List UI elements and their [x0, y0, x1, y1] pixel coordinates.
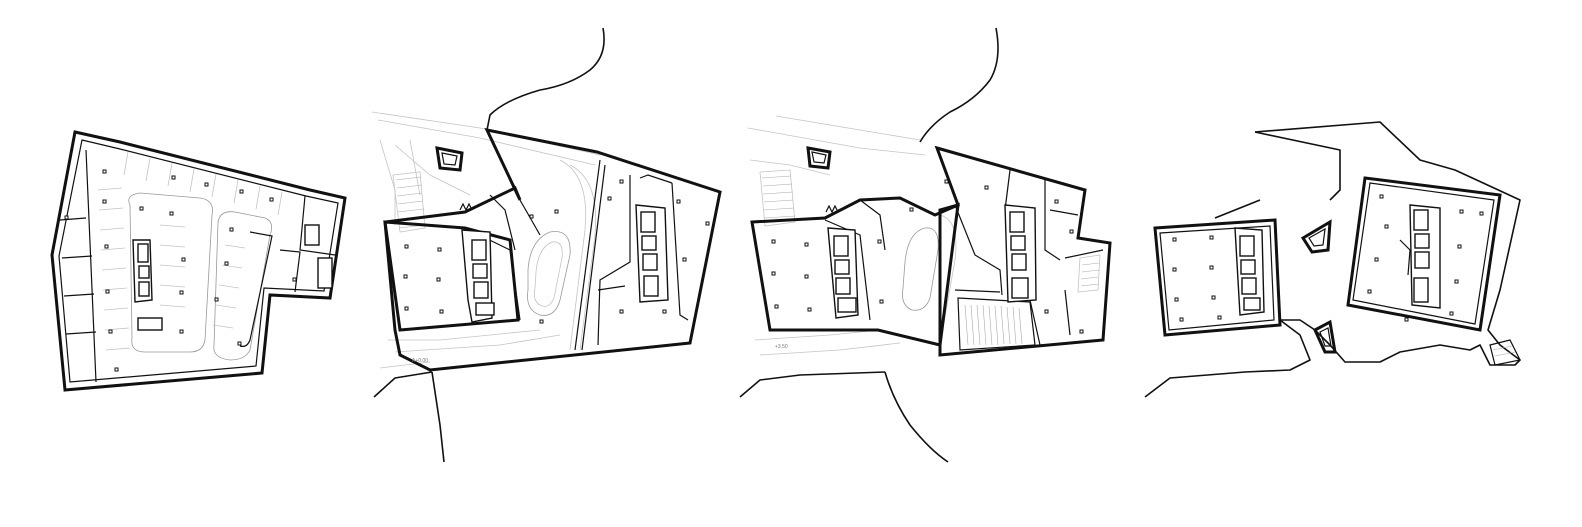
first-core-right — [1004, 204, 1037, 303]
ground-main-building-outline — [383, 127, 722, 372]
first-core-left — [827, 227, 859, 319]
first-columns — [771, 179, 1084, 334]
parking-stalls-left — [97, 187, 131, 351]
parking-columns — [64, 169, 297, 372]
ground-context-lines — [371, 111, 601, 369]
first-site-boundary-southwest — [739, 371, 886, 398]
ground-site-boundary-southwest — [373, 371, 433, 398]
parking-drive-aisle — [128, 192, 213, 353]
first-railing — [825, 204, 839, 214]
ground-columns — [403, 179, 710, 324]
ground-skylight — [435, 146, 464, 172]
typical-corner-stair — [1489, 339, 1521, 366]
parking-outer-wall — [50, 130, 347, 392]
parking-stalls-center — [159, 224, 246, 329]
ground-ramp — [527, 231, 571, 316]
typical-site-outline-north — [1254, 131, 1341, 201]
plan-parking-level — [50, 130, 347, 392]
plan-ground-level: A+0.00 — [371, 27, 722, 463]
first-auditorium-seating — [957, 297, 1036, 351]
plan-first-level: +3.50 — [739, 27, 1112, 463]
parking-core — [132, 239, 163, 331]
typical-pavilion-south — [1313, 319, 1337, 354]
first-partitions — [824, 169, 1104, 346]
typical-west-core — [1234, 227, 1265, 316]
parking-storage-rooms — [59, 149, 97, 383]
parking-inner-wall — [58, 139, 339, 383]
typical-site-outline — [1144, 121, 1521, 398]
typical-east-core — [1399, 204, 1441, 309]
ground-level-label: A+0.00 — [412, 358, 428, 364]
ground-site-boundary-south — [431, 371, 445, 463]
parking-service-rooms — [279, 195, 336, 293]
first-ramp — [902, 227, 939, 311]
ground-core-right — [635, 204, 669, 303]
ground-site-boundary-north — [486, 27, 605, 131]
first-hatched-stair — [759, 169, 796, 227]
parking-ramp — [239, 231, 273, 347]
first-west-building-outline — [750, 196, 960, 347]
first-level-label: +3.50 — [775, 344, 788, 350]
typical-site-outline-west — [1214, 199, 1261, 219]
plan-typical-level — [1144, 121, 1521, 398]
first-context-lines — [747, 115, 957, 356]
typical-west-tower — [1153, 218, 1282, 337]
ground-partitions — [464, 159, 689, 351]
typical-columns — [1172, 194, 1484, 322]
typical-pavilion-north — [1300, 219, 1332, 254]
first-east-stair — [1077, 254, 1101, 293]
ground-railing — [459, 202, 473, 212]
typical-east-tower — [1346, 176, 1502, 332]
first-site-boundary-south — [884, 371, 949, 463]
first-skylight — [806, 146, 832, 170]
ground-core-left — [461, 229, 495, 323]
first-site-boundary-north — [919, 27, 999, 143]
parking-stalls-top — [123, 151, 283, 216]
